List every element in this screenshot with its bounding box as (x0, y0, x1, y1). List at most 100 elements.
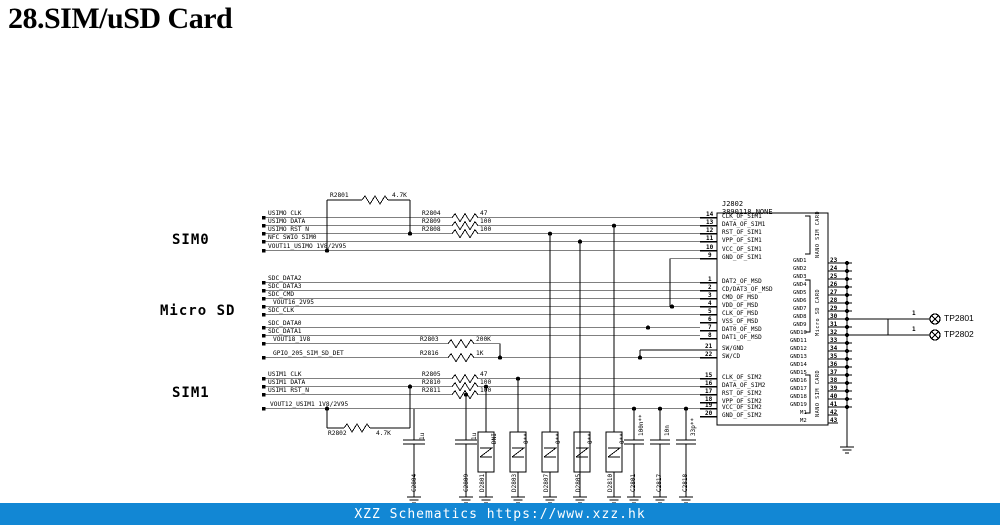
testpoint-label-tp2802: TP2802 (944, 329, 974, 339)
connector-pin-leads (700, 216, 717, 418)
gnd-pin-name-12: GND12 (790, 346, 807, 352)
gnd-pin-name-3: GND3 (793, 274, 807, 280)
pin-number-1: 1 (708, 276, 712, 283)
value-r2811: 100 (480, 387, 492, 394)
gnd-pin-name-11: GND11 (790, 338, 807, 344)
pin-name-vpp-of-sim1: VPP_OF_SIM1 (722, 237, 762, 244)
pin-number-20: 20 (705, 410, 713, 417)
cap-c2818 (676, 408, 696, 497)
gnd-pin-name-4: GND4 (793, 282, 807, 288)
group-label-sim0: SIM0 (172, 232, 210, 248)
pin-name-clk-of-sim2: CLK_OF_SIM2 (722, 374, 762, 381)
net-label-vout12: VOUT12_USIM1 1V8/2V95 (270, 401, 349, 408)
microsd-net-stubs (262, 281, 700, 360)
pin-name-dat2-of-msd: DAT2_OF_MSD (722, 278, 762, 285)
connector-section-label-nano-sim-2: NANO SIM CARD (815, 369, 821, 417)
net-label-vout16: VOUT16_2V95 (273, 299, 314, 306)
value-d2805: 0** (587, 433, 594, 444)
testpoint-pin-tp2802: 1 (912, 326, 916, 333)
gnd-pin-name-13: GND13 (790, 354, 807, 360)
gnd-pin-name-10: GND10 (790, 330, 807, 336)
value-r2801: 4.7K (392, 192, 407, 199)
gnd-pin-number-15: 37 (830, 369, 838, 376)
footer-watermark: XZZ Schematics https://www.xzz.hk (0, 503, 1000, 525)
r2802-network (324, 384, 413, 433)
gnd-pin-name-19: GND19 (790, 402, 807, 408)
value-r2805: 47 (480, 371, 488, 378)
value-r2809: 100 (480, 218, 492, 225)
cap-c2801 (624, 408, 644, 497)
connector-section-label-nano-sim-1: NANO SIM CARD (815, 210, 821, 258)
refdes-r2805: R2805 (422, 371, 441, 378)
gnd-pin-number-12: 34 (830, 345, 838, 352)
cap-c2817 (650, 408, 670, 497)
net-junction-dots (464, 223, 688, 411)
pin-name-sw-cd: SW/CD (722, 353, 741, 360)
value-c2817: 10n (664, 425, 671, 436)
gnd-pin-number-16: 38 (830, 377, 838, 384)
pin-number-4: 4 (708, 300, 712, 307)
cap-c2804 (403, 408, 425, 497)
gnd-pin-number-9: 31 (830, 321, 838, 328)
net-label-sdc-data1: SDC_DATA1 (268, 328, 302, 335)
net-label-usimo-clk: USIMO CLK (268, 210, 302, 217)
value-c2818: 33p** (690, 417, 697, 436)
testpoint-pin-tp2801: 1 (912, 310, 916, 317)
value-r2803: 200K (476, 336, 491, 343)
value-r2802: 4.7K (376, 430, 391, 437)
gnd-pin-name-17: GND17 (790, 386, 807, 392)
gnd-pin-name-18: GND18 (790, 394, 807, 400)
connector-section-label-micro-sd: Micro SD CARD (815, 288, 821, 336)
refdes-d2803: D2803 (511, 473, 518, 492)
net-label-usim1-data: USIM1 DATA (268, 379, 306, 386)
pin-name-vcc-of-sim2: VCC_OF_SIM2 (722, 404, 762, 411)
sim1-series-resistors (420, 373, 700, 400)
pin-number-11: 11 (706, 235, 714, 242)
gnd-pin-name-6: GND6 (793, 298, 807, 304)
pin-name-data-of-sim2: DATA_OF_SIM2 (722, 382, 766, 389)
net-label-gpio-205-sim-sd-det: GPIO_205_SIM_SD_DET (273, 350, 344, 357)
microsd-rails (645, 304, 675, 330)
diode-d2805 (573, 431, 591, 473)
gnd-pin-name-15: GND15 (790, 370, 807, 376)
testpoint-leads (847, 318, 930, 336)
pin-number-18: 18 (705, 396, 713, 403)
pin-name-gnd-of-sim2: GND_OF_SIM2 (722, 412, 762, 419)
pin-number-17: 17 (705, 388, 713, 395)
pin-number-7: 7 (708, 324, 712, 331)
pin-number-12: 12 (706, 227, 714, 234)
pin-name-data-of-sim1: DATA_OF_SIM1 (722, 221, 766, 228)
refdes-c2817: C2817 (656, 473, 663, 492)
testpoint-label-tp2801: TP2801 (944, 313, 974, 323)
connector-refdes: J2802 (722, 200, 744, 208)
refdes-c2809: C2809 (463, 473, 470, 492)
gnd-pin-number-17: 39 (830, 385, 838, 392)
pin-number-15: 15 (705, 372, 713, 379)
pin-name-clk-of-sim1: CLK_OF_SIM1 (722, 213, 762, 220)
diode-d2803 (509, 420, 527, 497)
gnd-pin-name-5: GND5 (793, 290, 807, 296)
mount-pin-name-m1: M1 (800, 410, 807, 416)
pin-number-14: 14 (706, 211, 714, 218)
r2801-network (324, 195, 413, 253)
refdes-r2803: R2803 (420, 336, 439, 343)
gnd-pin-number-2: 24 (830, 265, 838, 272)
group-label-microsd: Micro SD (160, 303, 236, 319)
gnd-pin-name-2: GND2 (793, 266, 807, 272)
gnd-pin-number-14: 36 (830, 361, 838, 368)
gnd-pin-number-1: 23 (830, 257, 838, 264)
pin-name-vdd-of-msd: VDD_OF_MSD (722, 302, 759, 309)
value-d2803: 0** (523, 433, 530, 444)
gnd-pin-number-7: 29 (830, 305, 838, 312)
value-d2807: 0** (555, 433, 562, 444)
pin-number-10: 10 (706, 244, 714, 251)
pin-name-vss-of-msd: VSS_OF_MSD (722, 318, 759, 325)
gnd-pin-name-7: GND7 (793, 306, 807, 312)
mount-pin-number-m1: 42 (830, 409, 838, 416)
value-c2801: 100n** (638, 414, 645, 436)
net-label-sdc-data3: SDC_DATA3 (268, 283, 302, 290)
pin-name-vcc-of-sim1: VCC_OF_SIM1 (722, 246, 762, 253)
value-d2810: 0** (619, 433, 626, 444)
